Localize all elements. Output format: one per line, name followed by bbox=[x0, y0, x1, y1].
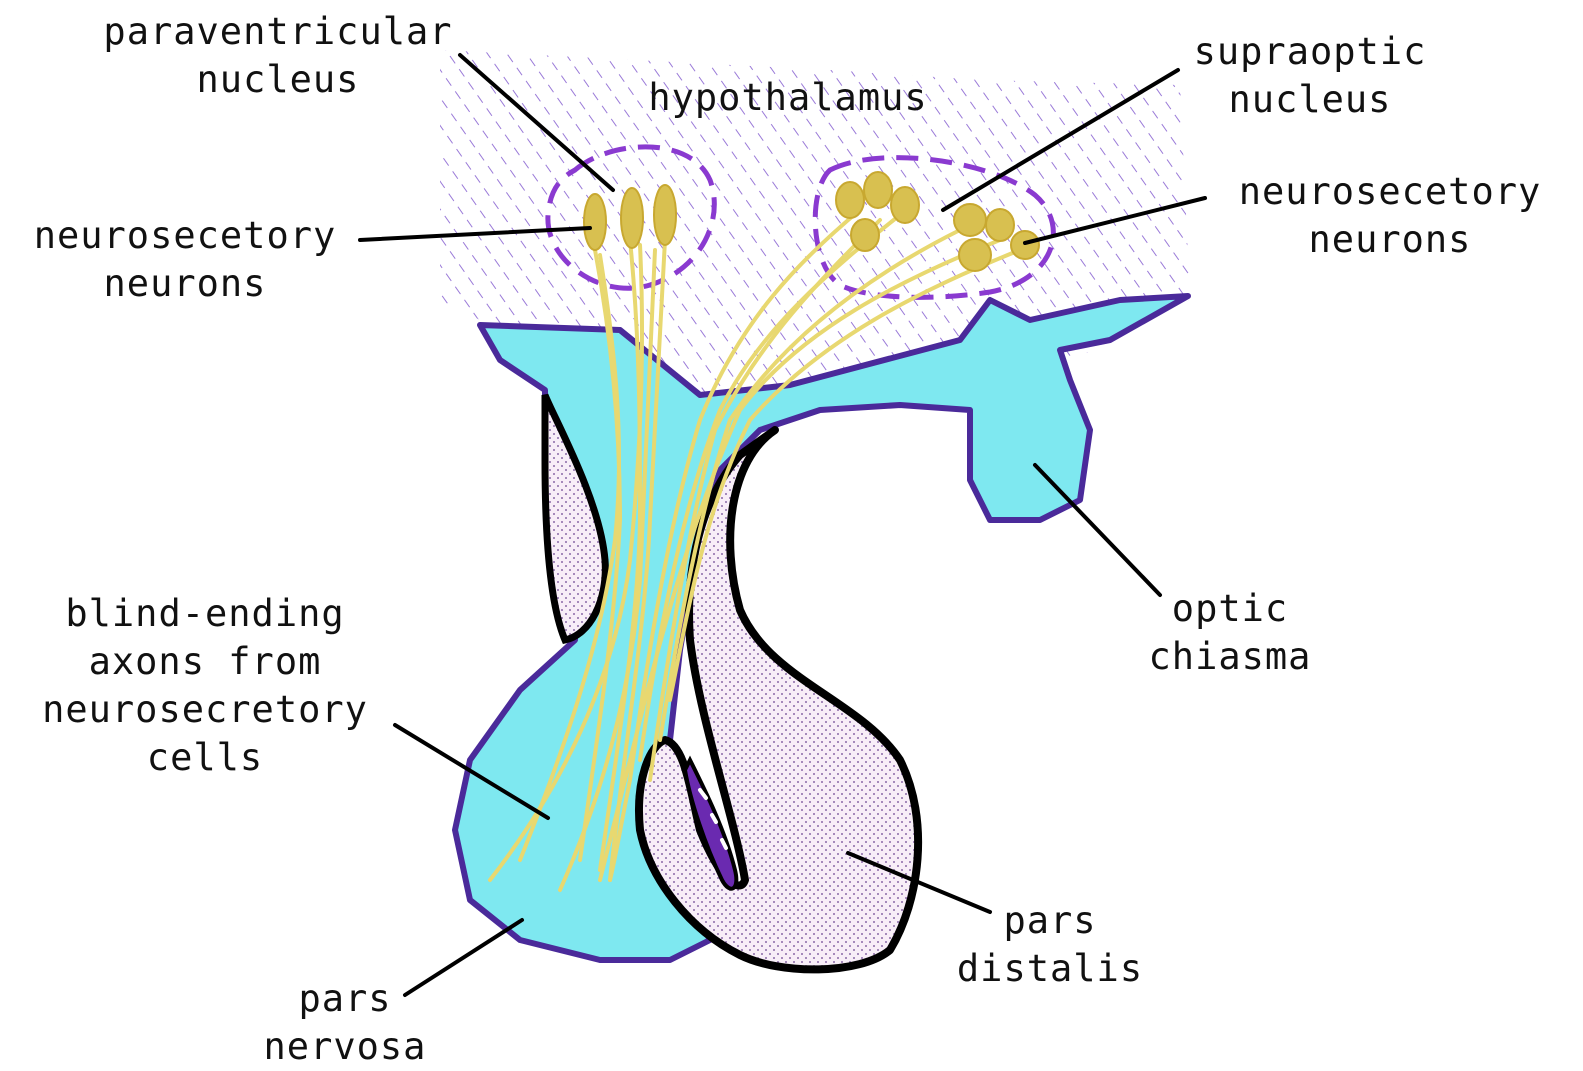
label-neurosecretory-neurons-right: neurosecetory neurons bbox=[1210, 168, 1570, 264]
label-blind-ending-axons: blind-ending axons from neurosecretory c… bbox=[10, 590, 400, 782]
label-pars-nervosa: pars nervosa bbox=[235, 975, 455, 1071]
label-paraventricular-nucleus: paraventricular nucleus bbox=[78, 8, 478, 104]
paraventricular-cell-bodies bbox=[584, 185, 676, 250]
label-optic-chiasma: optic chiasma bbox=[1120, 585, 1340, 681]
label-hypothalamus: hypothalamus bbox=[608, 74, 968, 122]
label-supraoptic-nucleus: supraoptic nucleus bbox=[1160, 28, 1460, 124]
label-pars-distalis: pars distalis bbox=[940, 897, 1160, 993]
label-neurosecretory-neurons-left: neurosecetory neurons bbox=[0, 212, 370, 308]
